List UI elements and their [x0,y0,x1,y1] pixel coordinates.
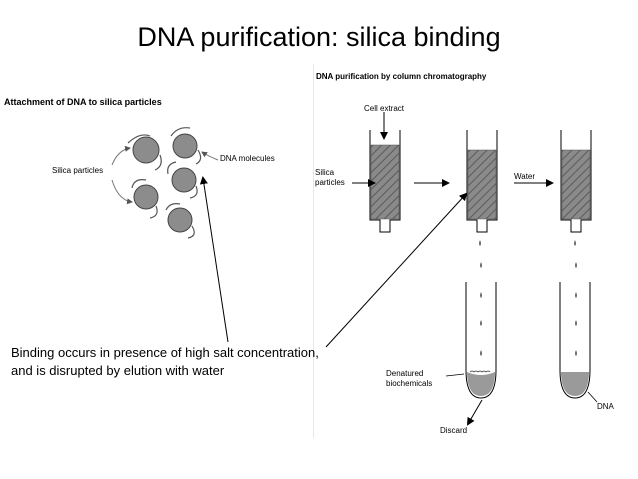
eluate-drops [479,240,482,356]
column-3 [560,130,592,356]
dna-molecules-label: DNA molecules [220,154,275,163]
water-label: Water [514,172,536,181]
denatured-pointer [445,373,465,377]
cell-extract-label: Cell extract [364,104,405,113]
denatured-label-line2: biochemicals [386,379,433,388]
eluate-drops [574,240,577,356]
discard-arrow [466,399,483,426]
column-2 [466,130,498,356]
caption-pointer-right [325,192,468,348]
dna-pointer-arrow [201,151,219,161]
silica-particle [165,203,195,239]
dna-label: DNA [597,402,614,411]
slide-title: DNA purification: silica binding [137,22,501,52]
dna-pointer [587,391,598,403]
silica-particle [170,127,202,165]
column-1 [352,112,401,233]
silica-particle [167,161,198,199]
binding-caption: Binding occurs in presence of high salt … [11,345,319,378]
silica-particle [131,179,159,219]
dna-tube [559,282,598,403]
denatured-label-line1: Denatured [386,369,424,378]
silica-label-line1: Silica [315,168,335,177]
silica-particle [127,134,162,171]
silica-label-line2: particles [315,178,345,187]
discard-label: Discard [440,426,468,435]
silica-attachment-heading: Attachment of DNA to silica particles [4,97,162,107]
silica-pointer-arrow [111,179,133,205]
silica-particle-cluster [111,127,219,239]
silica-particles-label: Silica particles [52,166,104,175]
caption-pointer-left [199,176,229,343]
discard-tube [445,282,497,426]
silica-pointer-arrow [111,145,131,166]
column-chromatography-heading: DNA purification by column chromatograph… [316,72,487,81]
